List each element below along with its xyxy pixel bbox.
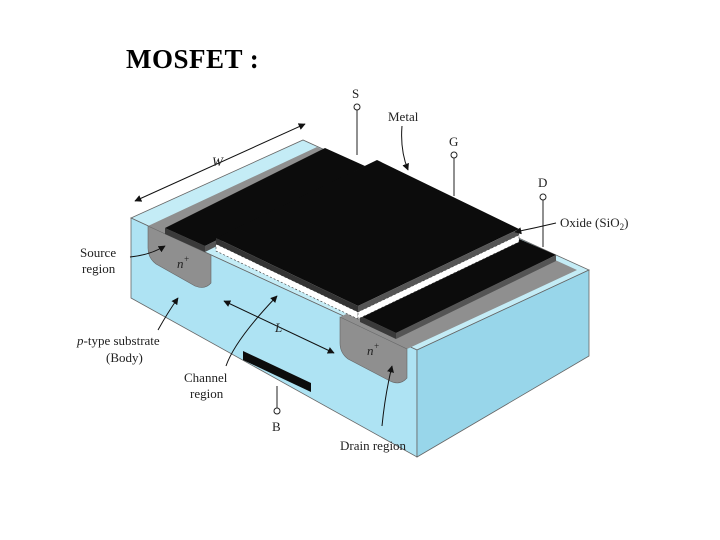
source-region-label-line1: Source xyxy=(80,245,116,260)
drain-contact-front xyxy=(360,316,396,339)
body-terminal-label: B xyxy=(272,419,281,434)
source-well-front xyxy=(147,225,212,288)
gate-front xyxy=(216,238,358,312)
substrate-label-line1: p-type substrate xyxy=(76,333,160,348)
terminal-leads xyxy=(353,103,547,247)
metal-label: Metal xyxy=(388,109,419,124)
gate-terminal-node xyxy=(450,151,458,159)
drain-terminal-node xyxy=(539,193,547,201)
oxide-label: Oxide (SiO2) xyxy=(560,215,628,232)
body-contact xyxy=(243,351,311,415)
drain-n-plus-label: n+ xyxy=(367,341,380,358)
channel-label-line2: region xyxy=(190,386,224,401)
metal-pointer xyxy=(401,125,409,171)
gate-top xyxy=(216,160,519,306)
length-dimension-arrow xyxy=(223,300,335,354)
oxide-pointer xyxy=(514,222,557,235)
source-contact-front xyxy=(165,228,205,252)
source-region-label-line2: region xyxy=(82,261,116,276)
slide-title: MOSFET : xyxy=(126,44,260,74)
substrate-pointer xyxy=(157,297,179,331)
gate-metal xyxy=(216,160,519,312)
drain-contact-metal xyxy=(360,239,556,339)
source-terminal-node xyxy=(353,103,361,111)
substrate-side-face xyxy=(416,269,590,458)
gate-side xyxy=(358,229,519,312)
drain-terminal-label: D xyxy=(538,175,547,190)
source-terminal-label: S xyxy=(352,86,359,101)
oxide-side xyxy=(357,234,520,320)
drain-contact-side xyxy=(396,255,556,339)
channel-label-line1: Channel xyxy=(184,370,228,385)
drain-contact-top xyxy=(360,239,556,333)
gate-terminal-label: G xyxy=(449,134,458,149)
body-terminal-node xyxy=(273,407,281,415)
label-pointers xyxy=(129,125,557,427)
drain-region-pointer xyxy=(381,365,394,427)
drain-region-label: Drain region xyxy=(340,438,407,453)
width-dimension-arrow xyxy=(134,123,306,202)
channel-pointer xyxy=(225,295,278,367)
source-region-pointer xyxy=(129,245,166,258)
body-contact-plate xyxy=(243,351,311,392)
length-label: L xyxy=(274,320,282,335)
source-n-plus-label: n+ xyxy=(177,254,190,271)
substrate-label-line2: (Body) xyxy=(106,350,143,365)
width-label: W xyxy=(212,154,224,169)
